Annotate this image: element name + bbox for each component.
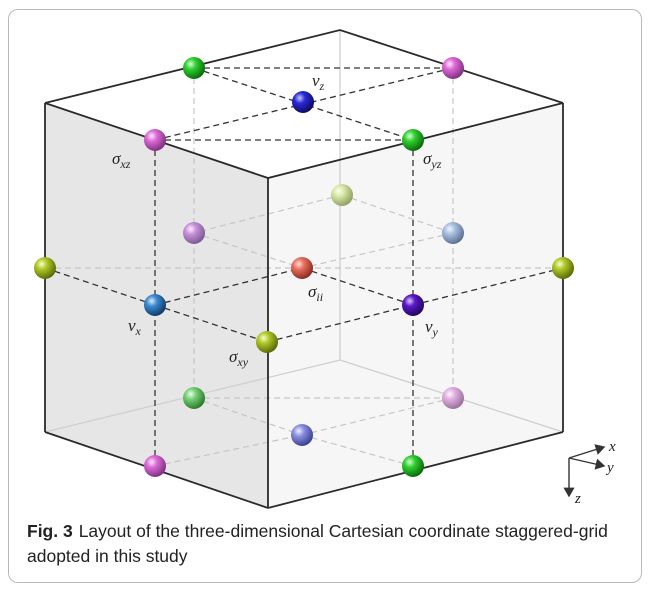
node-yg-left-edge [34, 257, 56, 279]
axis-triad [563, 444, 606, 498]
caption-figure-label: Fig. 3 [27, 521, 73, 541]
staggered-grid-diagram: vz σxz σyz σii vx vy σxy x y z [34, 29, 616, 509]
label-sigma-xz: σxz [112, 149, 131, 171]
label-sigma-yz: σyz [423, 149, 442, 171]
node-magenta-bottom-left [144, 455, 166, 477]
label-vx: vx [128, 316, 142, 338]
axis-x-label: x [608, 439, 616, 455]
node-faded-bluegrey-right [442, 222, 464, 244]
node-faded-blue-bottom [291, 424, 313, 446]
label-vz: vz [312, 71, 325, 93]
node-faded-lilac-bottom [442, 387, 464, 409]
label-sigma-ii: σii [308, 282, 323, 304]
node-faded-green-bottom [183, 387, 205, 409]
caption-text: Layout of the three-dimensional Cartesia… [27, 521, 608, 566]
node-faded-yg-back [331, 184, 353, 206]
node-magenta-top-right [442, 57, 464, 79]
node-faded-magenta-left [183, 222, 205, 244]
axis-x-arrow [568, 444, 606, 459]
node-sigma-ii [291, 257, 313, 279]
node-vx [144, 294, 166, 316]
node-green-bottom-right [402, 455, 424, 477]
label-sigma-xy: σxy [229, 347, 249, 369]
axis-z-label: z [574, 491, 581, 507]
label-vy: vy [425, 317, 439, 339]
grid-nodes [34, 57, 574, 477]
node-sigma-xz [144, 129, 166, 151]
axis-y-label: y [605, 460, 614, 476]
node-vy [402, 294, 424, 316]
node-sigma-yz [402, 129, 424, 151]
node-labels: vz σxz σyz σii vx vy σxy [112, 71, 442, 369]
node-sigma-xy [256, 331, 278, 353]
node-green-top-back [183, 57, 205, 79]
node-yg-right-edge [552, 257, 574, 279]
node-vz [292, 91, 314, 113]
axis-y-arrow [568, 457, 606, 470]
